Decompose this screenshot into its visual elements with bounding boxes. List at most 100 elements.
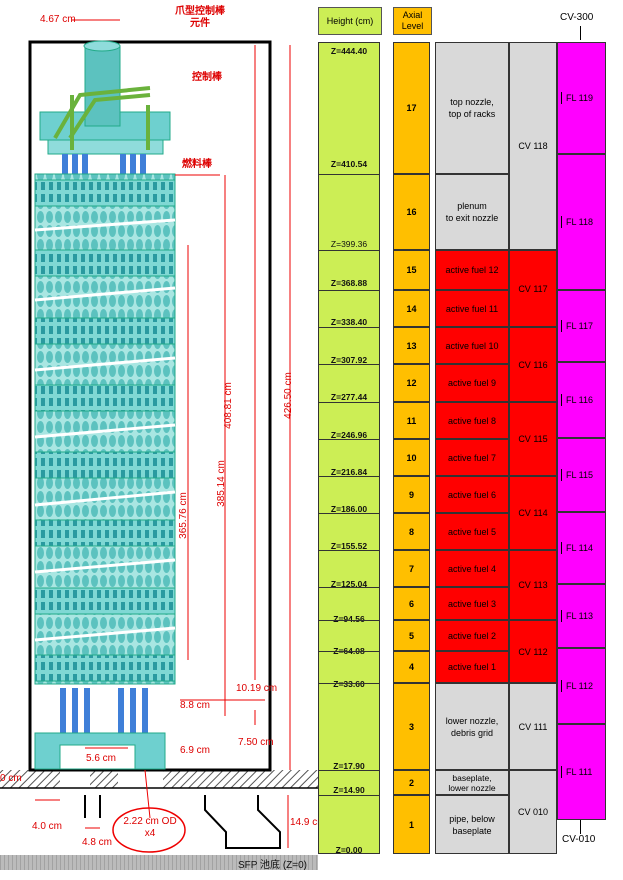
axial-level-cell: 1 bbox=[393, 795, 430, 854]
zone-cell: active fuel 11 bbox=[435, 290, 509, 327]
fl-cell: FL 119 bbox=[557, 42, 606, 154]
z-label: Z=277.44 bbox=[330, 392, 368, 402]
axial-level-cell: 7 bbox=[393, 550, 430, 587]
dim-149: 14.9 cm bbox=[290, 817, 326, 828]
zone-cell: active fuel 1 bbox=[435, 651, 509, 683]
zone-cell: active fuel 7 bbox=[435, 439, 509, 476]
cv-top-label: CV-300 bbox=[560, 12, 594, 23]
cv-cell: CV 111 bbox=[509, 683, 557, 770]
dim-408: 408.81 cm bbox=[222, 382, 234, 429]
z-label: Z=125.04 bbox=[330, 579, 368, 589]
ground-label: SFP 池底 (Z=0) bbox=[238, 860, 307, 871]
z-label: Z=33.60 bbox=[333, 679, 365, 689]
z-label: Z=410.54 bbox=[330, 159, 368, 169]
axial-level-cell: 10 bbox=[393, 439, 430, 476]
fl-label: FL 115 bbox=[566, 470, 594, 480]
z-label: Z=307.92 bbox=[330, 355, 368, 365]
pool-floor bbox=[0, 855, 318, 870]
dim-69: 6.9 cm bbox=[180, 745, 211, 756]
z-label: Z=216.84 bbox=[330, 467, 368, 477]
z-label: Z=338.40 bbox=[330, 317, 368, 327]
axial-level-cell: 4 bbox=[393, 651, 430, 683]
zone-cell: active fuel 2 bbox=[435, 620, 509, 651]
z-label: Z=444.40 bbox=[330, 46, 368, 56]
cv-cell: CV 113 bbox=[509, 550, 557, 620]
zone-cell: active fuel 12 bbox=[435, 250, 509, 290]
fl-label: FL 112 bbox=[566, 681, 594, 691]
zone-cell: lower nozzle, debris grid bbox=[435, 683, 509, 770]
axial-level-cell: 8 bbox=[393, 513, 430, 550]
fl-cell: FL 117 bbox=[557, 290, 606, 362]
flow-arrow-icon bbox=[561, 320, 562, 332]
z-label: Z=368.88 bbox=[330, 278, 368, 288]
dim-750: 7.50 cm bbox=[238, 737, 274, 748]
fl-label: FL 111 bbox=[566, 767, 593, 777]
callout-fuel-rod: 燃料棒 bbox=[182, 159, 212, 170]
axial-level-cell: 13 bbox=[393, 327, 430, 364]
cv-cell: CV 010 bbox=[509, 770, 557, 854]
cv-cell: CV 114 bbox=[509, 476, 557, 550]
header-height: Height (cm) bbox=[318, 7, 382, 35]
axial-level-cell: 6 bbox=[393, 587, 430, 620]
z-label: Z=17.90 bbox=[333, 761, 365, 771]
cv-bottom-label: CV-010 bbox=[562, 834, 596, 845]
z-label: Z=14.90 bbox=[333, 785, 365, 795]
flow-arrow-icon bbox=[561, 216, 562, 228]
cv-cell: CV 117 bbox=[509, 250, 557, 327]
fl-cell: FL 114 bbox=[557, 512, 606, 584]
z-label: Z=246.96 bbox=[330, 430, 368, 440]
dim-88: 8.8 cm bbox=[180, 700, 211, 711]
z-label: Z=186.00 bbox=[330, 504, 368, 514]
axial-level-cell: 9 bbox=[393, 476, 430, 513]
flow-arrow-icon bbox=[561, 766, 562, 778]
axial-level-cell: 14 bbox=[393, 290, 430, 327]
header-axial: Axial Level bbox=[393, 7, 432, 35]
cv-bottom-arrow bbox=[580, 820, 581, 834]
dim-top-width: 4.67 cm bbox=[40, 14, 76, 25]
axial-level-cell: 17 bbox=[393, 42, 430, 174]
axial-level-cell: 5 bbox=[393, 620, 430, 651]
z-label: Z=399.36 bbox=[330, 239, 368, 249]
dim-426: 426.50 cm bbox=[282, 372, 294, 419]
height-column: Z=444.40 Z=410.54 Z=399.36 Z=368.88 Z=33… bbox=[318, 42, 380, 855]
dim-56: 5.6 cm bbox=[86, 753, 117, 764]
zone-cell: baseplate, lower nozzle bbox=[435, 770, 509, 795]
axial-level-cell: 3 bbox=[393, 683, 430, 770]
callout-control-rod: 控制棒 bbox=[192, 72, 222, 83]
zone-cell: plenum to exit nozzle bbox=[435, 174, 509, 250]
cv-cell: CV 116 bbox=[509, 327, 557, 402]
pedestal-outline bbox=[204, 795, 281, 849]
axial-level-cell: 16 bbox=[393, 174, 430, 250]
dim-48: 4.8 cm bbox=[82, 837, 113, 848]
fl-cell: FL 116 bbox=[557, 362, 606, 438]
cv-cell: CV 112 bbox=[509, 620, 557, 683]
fl-cell: FL 111 bbox=[557, 724, 606, 820]
dim-od: 2.22 cm OD x4 bbox=[123, 816, 177, 839]
fl-label: FL 116 bbox=[566, 395, 594, 405]
flow-arrow-icon bbox=[561, 610, 562, 622]
fl-label: FL 117 bbox=[566, 321, 594, 331]
rcca-hub bbox=[84, 45, 121, 127]
flow-arrow-icon bbox=[561, 469, 562, 481]
callout-rcca: 爪型控制棒 元件 bbox=[175, 6, 225, 29]
z-label: Z=155.52 bbox=[330, 541, 368, 551]
flow-arrow-icon bbox=[561, 542, 562, 554]
zone-cell: active fuel 5 bbox=[435, 513, 509, 550]
dim-385: 385.14 cm bbox=[215, 460, 227, 507]
flow-arrow-icon bbox=[561, 92, 562, 104]
zone-cell: top nozzle, top of racks bbox=[435, 42, 509, 174]
zone-cell: active fuel 9 bbox=[435, 364, 509, 402]
flow-arrow-icon bbox=[561, 680, 562, 692]
fl-label: FL 119 bbox=[566, 93, 594, 103]
fl-label: FL 118 bbox=[566, 217, 594, 227]
fl-cell: FL 115 bbox=[557, 438, 606, 512]
z-label: Z=0.00 bbox=[335, 845, 363, 855]
zone-cell: pipe, below baseplate bbox=[435, 795, 509, 854]
fl-label: FL 113 bbox=[566, 611, 594, 621]
axial-level-cell: 2 bbox=[393, 770, 430, 795]
axial-level-cell: 15 bbox=[393, 250, 430, 290]
axial-level-cell: 12 bbox=[393, 364, 430, 402]
zone-cell: active fuel 10 bbox=[435, 327, 509, 364]
cv-cell: CV 115 bbox=[509, 402, 557, 476]
fl-label: FL 114 bbox=[566, 543, 594, 553]
